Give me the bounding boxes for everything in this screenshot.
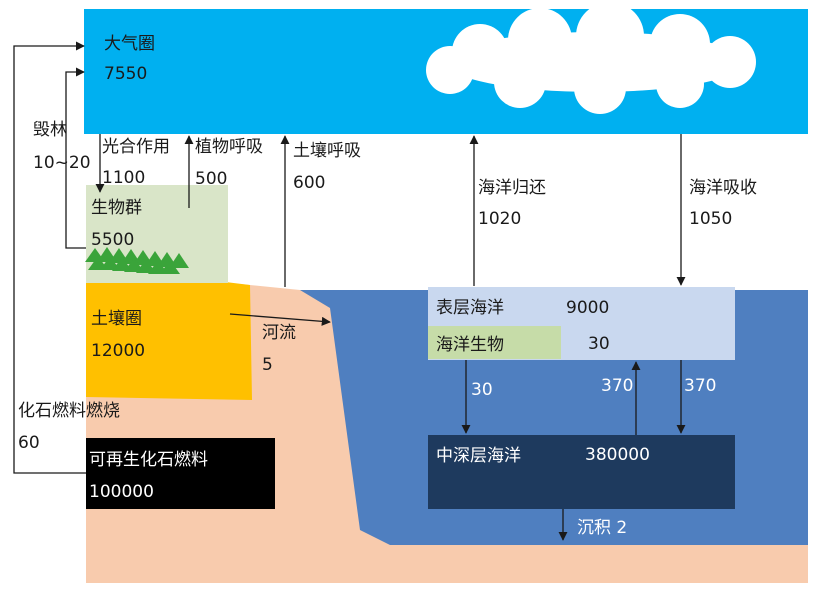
sediment-label: 沉积 2	[577, 518, 628, 538]
marine-biota-value: 30	[588, 334, 610, 354]
surface-ocean-value: 9000	[566, 298, 610, 318]
fossil-fuel-value: 100000	[89, 482, 154, 502]
fossil-burning-value: 60	[18, 433, 40, 453]
atmosphere-value: 7550	[104, 64, 148, 84]
ocean-return-value: 1020	[478, 209, 522, 229]
surface-ocean-label: 表层海洋	[436, 298, 504, 318]
fossil-fuel-label: 可再生化石燃料	[89, 450, 208, 470]
deforestation-label: 毁林	[33, 120, 67, 140]
ocean-return-label: 海洋归还	[478, 178, 546, 198]
cloud-icon	[426, 2, 756, 114]
fossil-burning-arrow	[13, 41, 86, 474]
deep-to-surface-value: 370	[601, 376, 634, 396]
plant-respiration-label: 植物呼吸	[195, 137, 263, 157]
biomass-label: 生物群	[91, 198, 142, 218]
soil-value: 12000	[91, 341, 146, 361]
marine-biota-label: 海洋生物	[436, 335, 504, 355]
biomass-value: 5500	[91, 230, 135, 250]
soil-region	[86, 265, 252, 400]
surface-to-deep-value-2: 370	[684, 376, 717, 396]
river-value: 5	[262, 355, 273, 375]
soil-label: 土壤圈	[91, 309, 142, 329]
marine-biota-box	[428, 326, 561, 359]
ocean-uptake-value: 1050	[689, 209, 733, 229]
fossil-fuel-box	[86, 438, 275, 509]
river-arrow	[229, 313, 331, 326]
fossil-burning-label: 化石燃料燃烧	[18, 401, 120, 421]
deforestation-arrow	[65, 67, 86, 249]
atmosphere-label: 大气圈	[104, 34, 155, 54]
deep-ocean-value: 380000	[585, 445, 650, 465]
soil-respiration-value: 600	[293, 173, 326, 193]
ocean-uptake-label: 海洋吸收	[689, 178, 757, 198]
deep-ocean-box	[428, 435, 735, 509]
photosynthesis-label: 光合作用	[102, 137, 170, 157]
photosynthesis-value: 1100	[102, 168, 146, 188]
surface-to-deep-value: 30	[471, 380, 493, 400]
plant-respiration-value: 500	[195, 169, 228, 189]
deep-ocean-label: 中深层海洋	[436, 446, 521, 466]
soil-respiration-label: 土壤呼吸	[293, 141, 361, 161]
trees-icon	[85, 247, 189, 274]
deforestation-value: 10~20	[33, 153, 91, 173]
river-label: 河流	[262, 323, 296, 343]
